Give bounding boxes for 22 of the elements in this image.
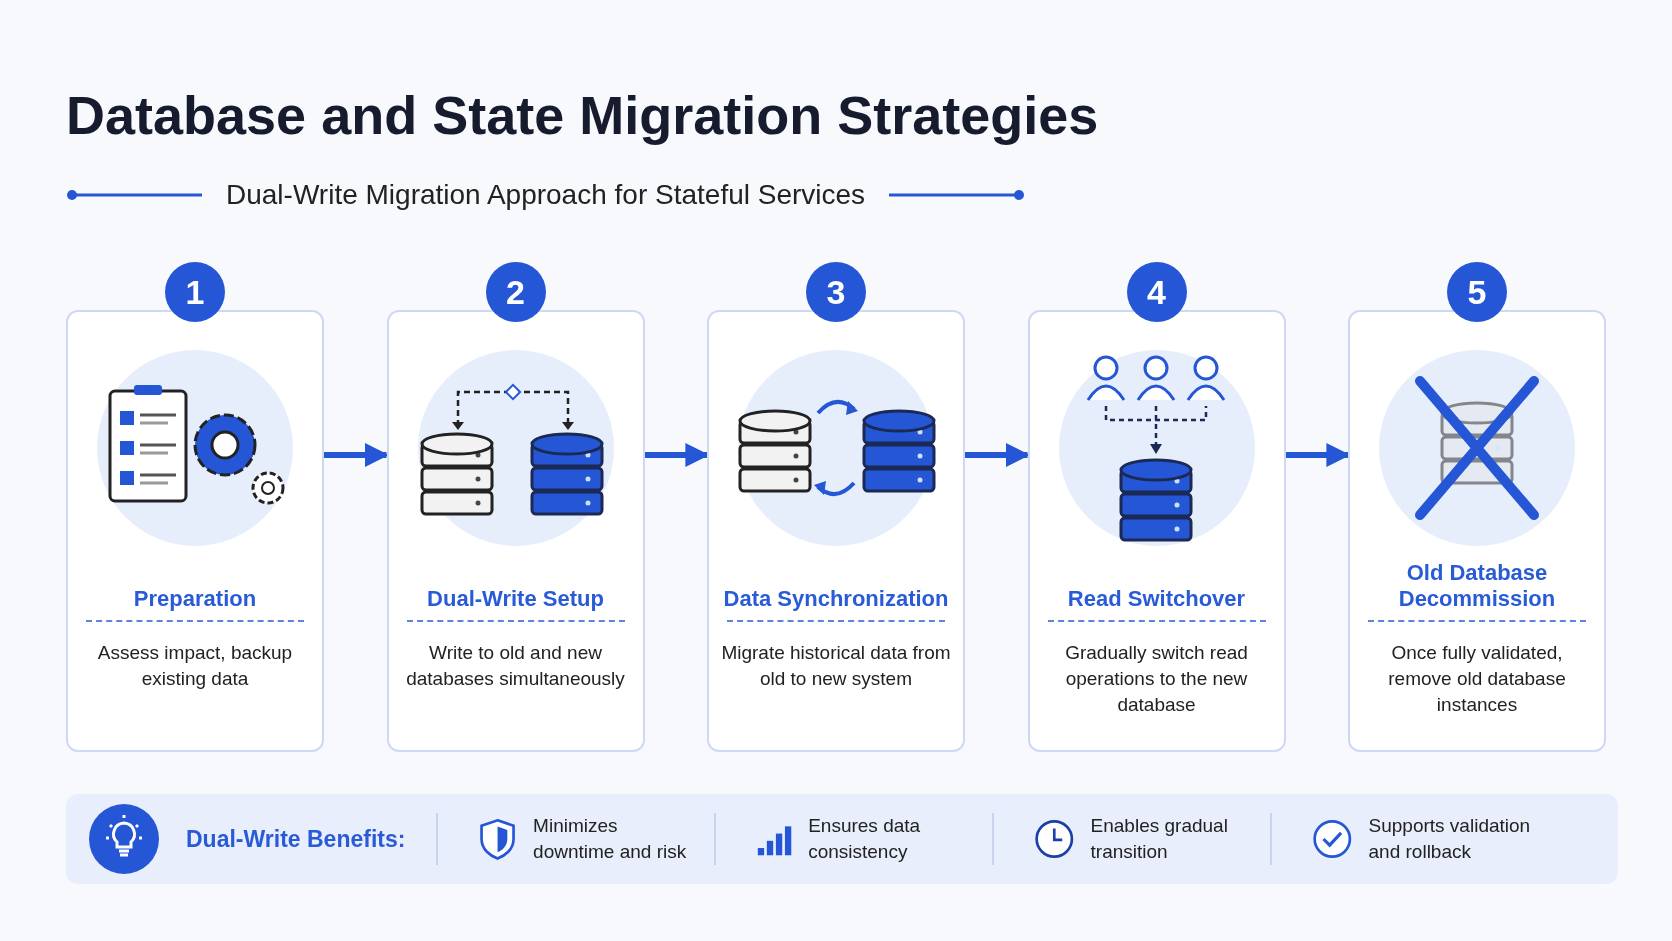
step-heading: Read Switchover	[1067, 586, 1246, 612]
step-heading: Dual-Write Setup	[427, 586, 604, 612]
step-description: Assess impact, backup existing data	[96, 641, 294, 691]
step-heading: Preparation	[133, 586, 257, 612]
step-heading: Data Synchronization	[723, 586, 949, 612]
benefit-text: Minimizes downtime and risk	[533, 814, 688, 864]
step-number: 2	[485, 262, 546, 322]
step-number: 4	[1126, 262, 1187, 322]
benefit-text: Supports validation and rollback	[1368, 814, 1532, 864]
step-description: Write to old and new databases simultaneously	[405, 641, 626, 691]
step-description: Gradually switch read operations to the new database	[1064, 641, 1249, 717]
benefits-heading: Dual-Write Benefits:	[186, 824, 407, 854]
benefit-text: Enables gradual transition	[1090, 814, 1229, 864]
step-number: 1	[165, 262, 225, 322]
step-heading: Old Database Decommission	[1397, 560, 1557, 612]
step-number: 5	[1447, 262, 1507, 322]
step-description: Migrate historical data from old to new system	[721, 641, 951, 691]
step-description: Once fully validated, remove old database instances	[1387, 641, 1567, 717]
step-number: 3	[806, 262, 866, 322]
benefit-text: Ensures data consistency	[808, 814, 922, 864]
subtitle: Dual-Write Migration Approach for Stateful Services	[226, 178, 866, 212]
benefits-bar	[66, 794, 1618, 884]
